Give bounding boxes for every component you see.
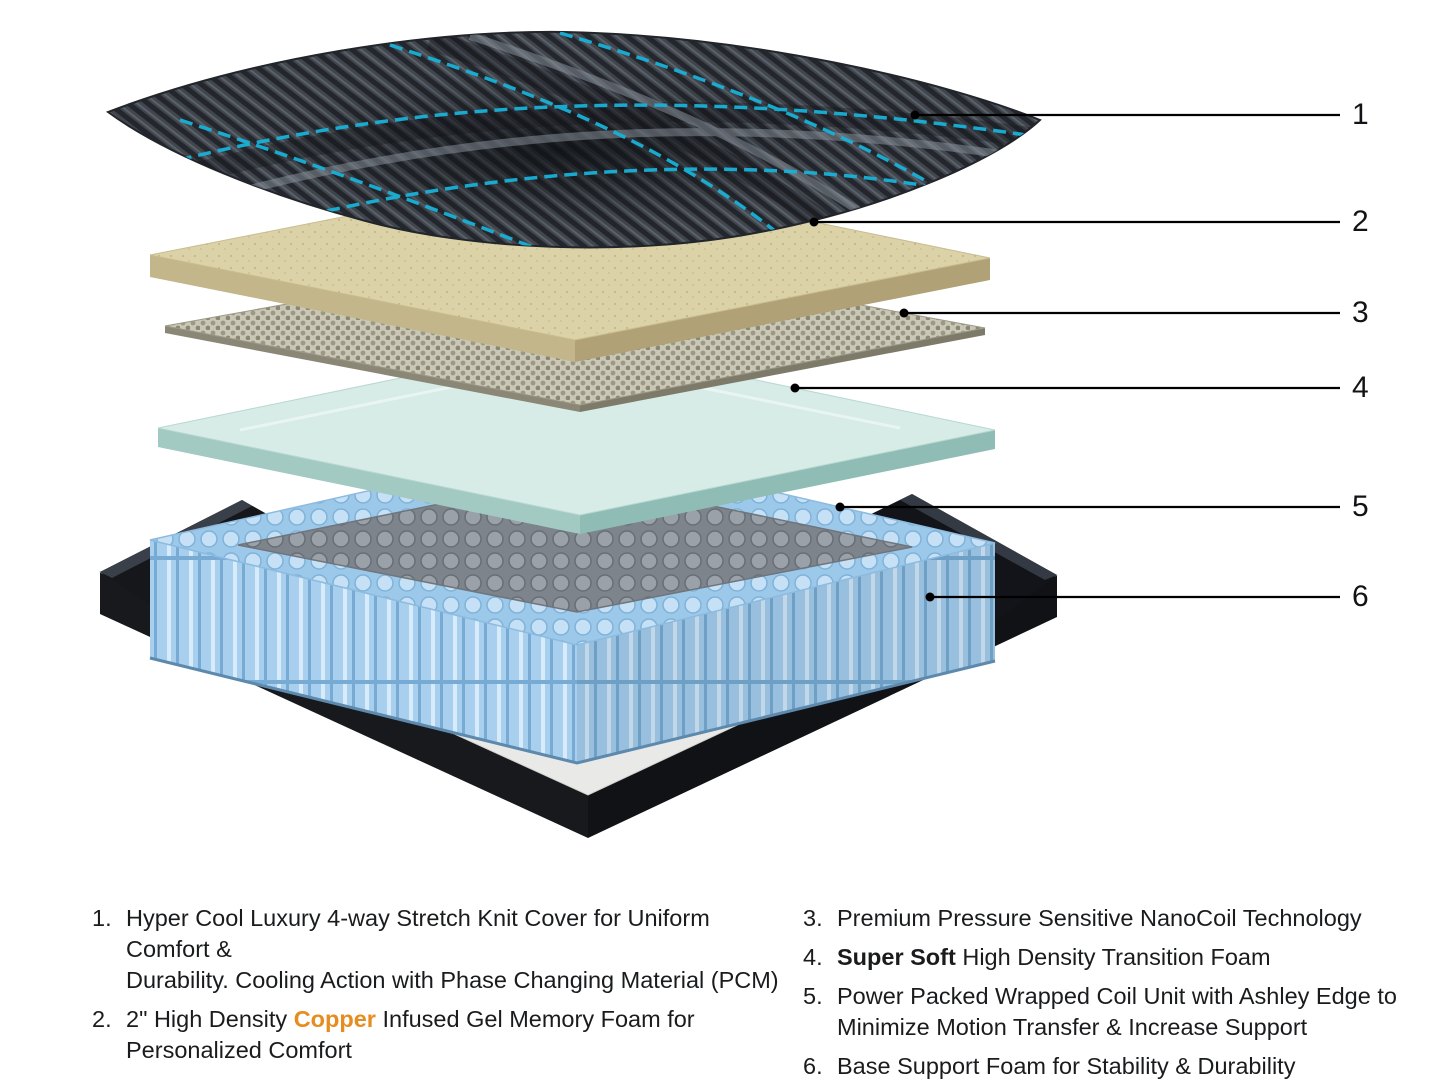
legend-text-2: 2" High Density Copper Infused Gel Memor… bbox=[126, 1004, 792, 1066]
legend-item-5: 5. Power Packed Wrapped Coil Unit with A… bbox=[803, 981, 1403, 1043]
legend-text-4: Super Soft High Density Transition Foam bbox=[837, 942, 1403, 973]
transition-foam-left-side bbox=[158, 428, 580, 534]
base-right-wedge-highlight bbox=[900, 494, 1057, 580]
legend-text-5: Power Packed Wrapped Coil Unit with Ashl… bbox=[837, 983, 1397, 1041]
legend-right-column: 3. Premium Pressure Sensitive NanoCoil T… bbox=[803, 903, 1403, 1090]
memory-foam-left-side bbox=[150, 255, 575, 362]
callout-dots bbox=[790, 110, 935, 602]
legend-item-2: 2. 2" High Density Copper Infused Gel Me… bbox=[92, 1004, 792, 1066]
legend-item-1: 1. Hyper Cool Luxury 4-way Stretch Knit … bbox=[92, 903, 792, 996]
callout-number-4: 4 bbox=[1352, 371, 1370, 404]
coil-right-shade bbox=[577, 543, 995, 763]
legend-text-3: Premium Pressure Sensitive NanoCoil Tech… bbox=[837, 905, 1362, 931]
callout-number-3: 3 bbox=[1352, 296, 1370, 329]
diagram-canvas bbox=[98, 30, 1340, 838]
legend-item-3: 3. Premium Pressure Sensitive NanoCoil T… bbox=[803, 903, 1403, 934]
legend-number-2: 2. bbox=[92, 1006, 112, 1033]
legend-text-1: Hyper Cool Luxury 4-way Stretch Knit Cov… bbox=[126, 905, 779, 994]
legend-left-column: 1. Hyper Cool Luxury 4-way Stretch Knit … bbox=[92, 903, 792, 1074]
legend-text-2-copper: Copper bbox=[293, 1006, 376, 1033]
legend-number-5: 5. bbox=[803, 983, 823, 1010]
knit-cover-plaid bbox=[139, 31, 1040, 248]
callout-number-1: 1 bbox=[1352, 98, 1370, 131]
legend-number-1: 1. bbox=[92, 905, 112, 931]
nanocoil-right-edge bbox=[580, 328, 985, 412]
legend-text-4-bold: Super Soft bbox=[837, 944, 956, 971]
legend-text-2-pre: 2" High Density bbox=[126, 1006, 294, 1033]
transition-foam-right-side bbox=[580, 430, 995, 534]
coil-front-right-face bbox=[577, 543, 995, 763]
coil-front-left-face bbox=[150, 540, 577, 763]
legend-item-6: 6. Base Support Foam for Stability & Dur… bbox=[803, 1051, 1403, 1082]
legend-text-6: Base Support Foam for Stability & Durabi… bbox=[837, 1053, 1296, 1080]
legend-item-4: 4. Super Soft High Density Transition Fo… bbox=[803, 942, 1403, 973]
callout-lines bbox=[795, 113, 1340, 599]
legend-text-4-post: High Density Transition Foam bbox=[955, 944, 1271, 971]
layer-knit-cover bbox=[105, 30, 1042, 249]
callout-number-6: 6 bbox=[1352, 580, 1370, 613]
legend-number-6: 6. bbox=[803, 1053, 823, 1080]
layer-coil-unit bbox=[149, 444, 996, 765]
legend-number-4: 4. bbox=[803, 944, 823, 971]
nanocoil-left-edge bbox=[165, 326, 580, 412]
callout-number-2: 2 bbox=[1352, 205, 1370, 238]
memory-foam-right-side bbox=[575, 258, 990, 362]
legend-number-3: 3. bbox=[803, 905, 823, 931]
callout-number-5: 5 bbox=[1352, 490, 1370, 523]
legend-text-2-post: Infused Gel Memory Foam for Personalized… bbox=[126, 1006, 695, 1064]
coil-bottom-edge bbox=[149, 656, 996, 765]
